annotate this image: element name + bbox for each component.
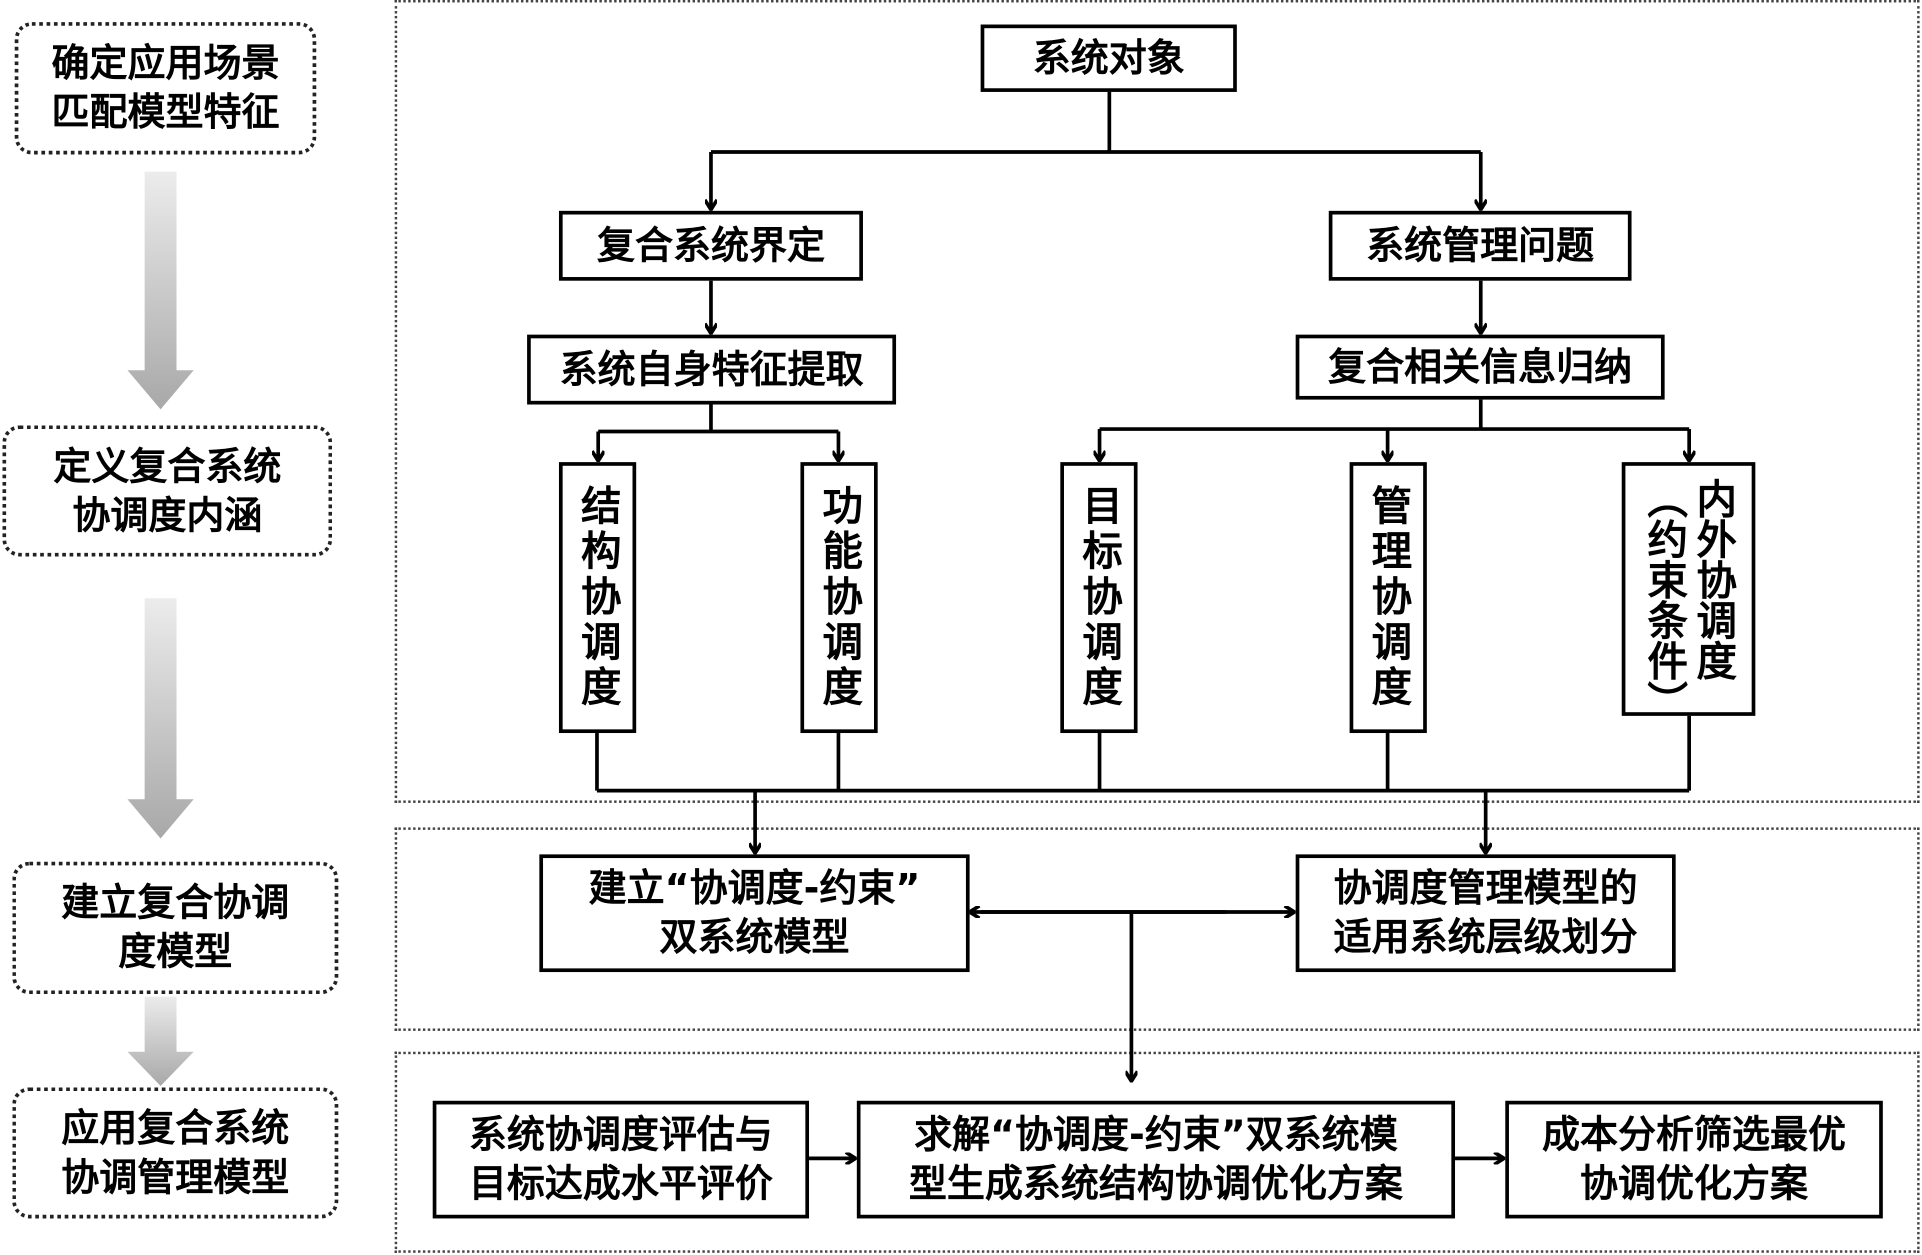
dimension-box-function: 功能协调度 xyxy=(800,462,878,734)
application-3-line1: 成本分析筛选最优 xyxy=(1542,1113,1847,1158)
dimension-label: 结构协调度 xyxy=(574,484,623,711)
step-1-line1: 确定应用场景 xyxy=(51,41,280,86)
dimension-label: 管理协调度 xyxy=(1364,484,1413,711)
evaluation-box: 系统协调度评估与 目标达成水平评价 xyxy=(432,1100,810,1219)
application-2-line1: 求解“协调度-约束”双系统模 xyxy=(914,1113,1398,1158)
dimension-box-goal: 目标协调度 xyxy=(1060,462,1138,734)
step-3-line1: 建立复合协调 xyxy=(61,881,290,926)
dimension-label: 功能协调度 xyxy=(815,484,864,711)
application-1-line2: 目标达成水平评价 xyxy=(468,1162,773,1207)
step-arrow-down-icon xyxy=(127,996,194,1087)
dimension-label: 目标协调度 xyxy=(1075,484,1124,711)
step-arrow-down-icon xyxy=(127,171,194,410)
step-4-line2: 协调管理模型 xyxy=(61,1155,290,1200)
dimension-box-structure: 结构协调度 xyxy=(558,462,637,734)
model-left-line2: 双系统模型 xyxy=(659,915,850,960)
panel-definition xyxy=(394,0,1920,803)
step-4: 应用复合系统 协调管理模型 xyxy=(12,1087,339,1219)
application-1-line1: 系统协调度评估与 xyxy=(468,1113,773,1158)
step-1: 确定应用场景 匹配模型特征 xyxy=(14,22,317,155)
step-2-line2: 协调度内涵 xyxy=(72,493,263,538)
application-3-line2: 协调优化方案 xyxy=(1580,1162,1809,1207)
system-management-issue-box: 系统管理问题 xyxy=(1328,210,1632,281)
feature-extraction-box: 系统自身特征提取 xyxy=(527,334,897,405)
panel-model xyxy=(394,827,1920,1031)
dimension-label: 内外协调度 xyxy=(1689,478,1738,681)
solve-model-box: 求解“协调度-约束”双系统模 型生成系统结构协调优化方案 xyxy=(856,1100,1456,1219)
step-3: 建立复合协调 度模型 xyxy=(12,861,339,995)
dimension-box-internal-external: （约束条件） 内外协调度 xyxy=(1621,462,1756,721)
panel-application xyxy=(394,1051,1920,1253)
application-2-line2: 型生成系统结构协调优化方案 xyxy=(908,1162,1403,1207)
dual-system-model-box: 建立“协调度-约束” 双系统模型 xyxy=(539,854,970,973)
dimension-box-management: 管理协调度 xyxy=(1349,462,1427,734)
step-2-line1: 定义复合系统 xyxy=(53,444,282,489)
step-3-line2: 度模型 xyxy=(118,930,233,975)
model-left-line1: 建立“协调度-约束” xyxy=(588,866,921,911)
step-arrow-down-icon xyxy=(127,598,194,839)
level-division-box: 协调度管理模型的 适用系统层级划分 xyxy=(1295,854,1676,973)
system-object-box: 系统对象 xyxy=(980,24,1237,92)
model-right-line1: 协调度管理模型的 xyxy=(1333,866,1638,911)
composite-system-definition-box: 复合系统界定 xyxy=(558,210,863,281)
model-right-line2: 适用系统层级划分 xyxy=(1333,915,1638,960)
gray-step-arrows xyxy=(127,171,194,1087)
step-4-line1: 应用复合系统 xyxy=(61,1106,290,1151)
constraint-note: （约束条件） xyxy=(1640,478,1689,721)
info-induction-box: 复合相关信息归纳 xyxy=(1295,334,1665,400)
cost-analysis-box: 成本分析筛选最优 协调优化方案 xyxy=(1505,1100,1883,1219)
step-1-line2: 匹配模型特征 xyxy=(51,90,280,135)
step-2: 定义复合系统 协调度内涵 xyxy=(2,425,333,557)
